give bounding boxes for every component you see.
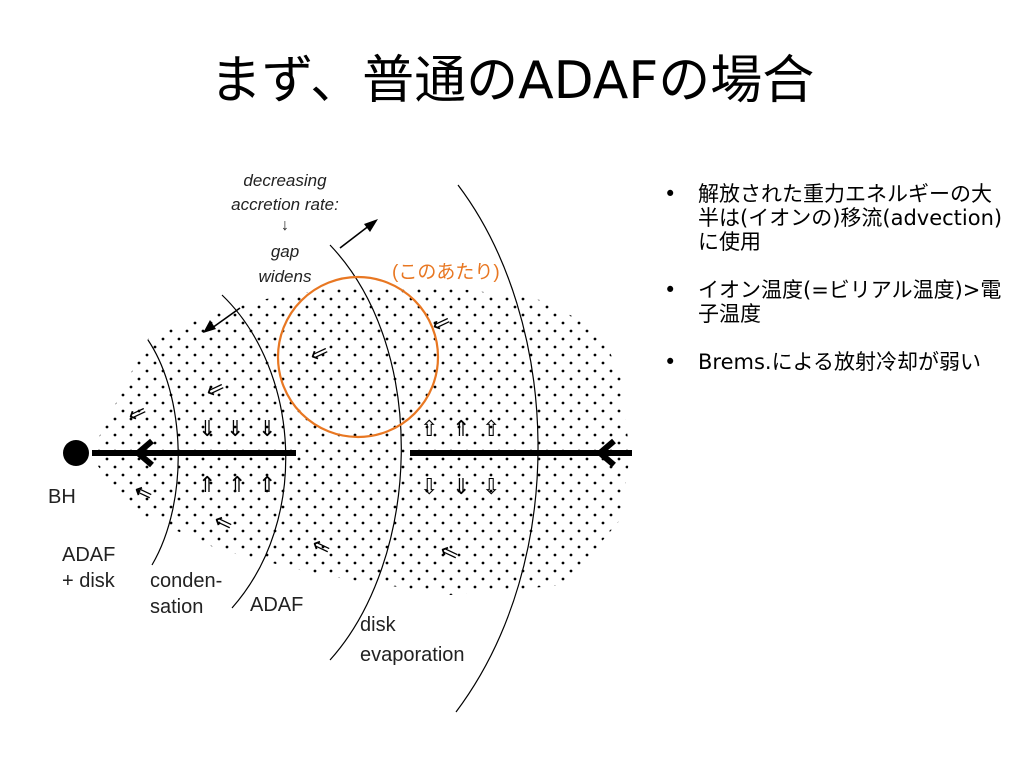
label-adaf-disk-line2: + disk bbox=[62, 570, 116, 592]
label-disk: disk bbox=[360, 614, 397, 636]
label-bh: BH bbox=[48, 486, 76, 508]
flow-arrow: ⇑ bbox=[258, 472, 276, 497]
flow-arrow: ⇩ bbox=[420, 474, 438, 499]
flow-arrow: ⇩ bbox=[482, 474, 500, 499]
arc-adaf-disk-boundary bbox=[147, 339, 179, 566]
label-widens: widens bbox=[259, 267, 312, 286]
label-adaf: ADAF bbox=[250, 594, 303, 616]
arrow-gap-outward bbox=[339, 224, 371, 249]
bullet-item: • イオン温度(=ビリアル温度)>電子温度 bbox=[660, 278, 1010, 326]
black-hole bbox=[63, 440, 89, 466]
label-adaf-disk-line1: ADAF bbox=[62, 544, 115, 566]
label-condensation-line2: sation bbox=[150, 596, 203, 618]
label-accretion-rate: accretion rate: bbox=[231, 195, 339, 214]
highlight-circle bbox=[276, 275, 440, 439]
flow-arrow: ⇓ bbox=[452, 474, 470, 499]
label-decreasing: decreasing bbox=[243, 171, 327, 190]
dotted-flow-region bbox=[90, 285, 630, 595]
flow-arrow: ⇓ bbox=[198, 416, 216, 441]
label-condensation-line1: conden- bbox=[150, 570, 222, 592]
arrow-gap-inward bbox=[211, 307, 241, 329]
bullet-marker: • bbox=[664, 350, 677, 374]
bullet-marker: • bbox=[664, 278, 677, 302]
flow-arrows: ⇐ ⇐ ⇐ ⇐ ⇓ ⇓ ⇓ ⇑ ⇑ ⇑ ⇧ ⇑ ⇧ ⇩ ⇓ ⇩ ⇐ ⇐ ⇐ ⇐ bbox=[123, 308, 500, 568]
arc-condensation-boundary bbox=[221, 294, 287, 609]
arc-adaf-boundary bbox=[329, 244, 402, 661]
flow-arrow: ⇓ bbox=[258, 416, 276, 441]
slide-title: まず、普通のADAFの場合 bbox=[209, 51, 815, 111]
bullet-text: 解放された重力エネルギーの大半は(イオンの)移流(advection)に使用 bbox=[698, 182, 1003, 254]
bullet-text: Brems.による放射冷却が弱い bbox=[698, 350, 981, 374]
label-gap: gap bbox=[271, 242, 299, 261]
flow-arrow: ⇑ bbox=[452, 416, 470, 441]
label-down-arrow: ↓ bbox=[281, 217, 289, 234]
label-evaporation: evaporation bbox=[360, 644, 465, 666]
outer-disk-arrowhead bbox=[595, 438, 616, 468]
highlight-note: (このあたり) bbox=[392, 262, 500, 283]
arrow-gap-inward-head bbox=[203, 320, 216, 333]
flow-arrow: ⇧ bbox=[482, 416, 500, 441]
flow-arrow: ⇑ bbox=[198, 472, 216, 497]
bullet-item: • 解放された重力エネルギーの大半は(イオンの)移流(advection)に使用 bbox=[660, 182, 1010, 254]
bullet-marker: • bbox=[664, 182, 677, 206]
flow-arrow: ⇑ bbox=[228, 472, 246, 497]
flow-arrow: ⇓ bbox=[226, 416, 244, 441]
arc-disk-evaporation-boundary bbox=[455, 184, 539, 713]
bullet-text: イオン温度(=ビリアル温度)>電子温度 bbox=[698, 278, 1002, 326]
arrow-gap-outward-head bbox=[364, 219, 378, 232]
inner-disk-arrowhead bbox=[133, 438, 154, 468]
bullet-item: • Brems.による放射冷却が弱い bbox=[660, 350, 1010, 374]
flow-arrow: ⇧ bbox=[420, 416, 438, 441]
bullet-list: • 解放された重力エネルギーの大半は(イオンの)移流(advection)に使用… bbox=[660, 182, 1010, 398]
